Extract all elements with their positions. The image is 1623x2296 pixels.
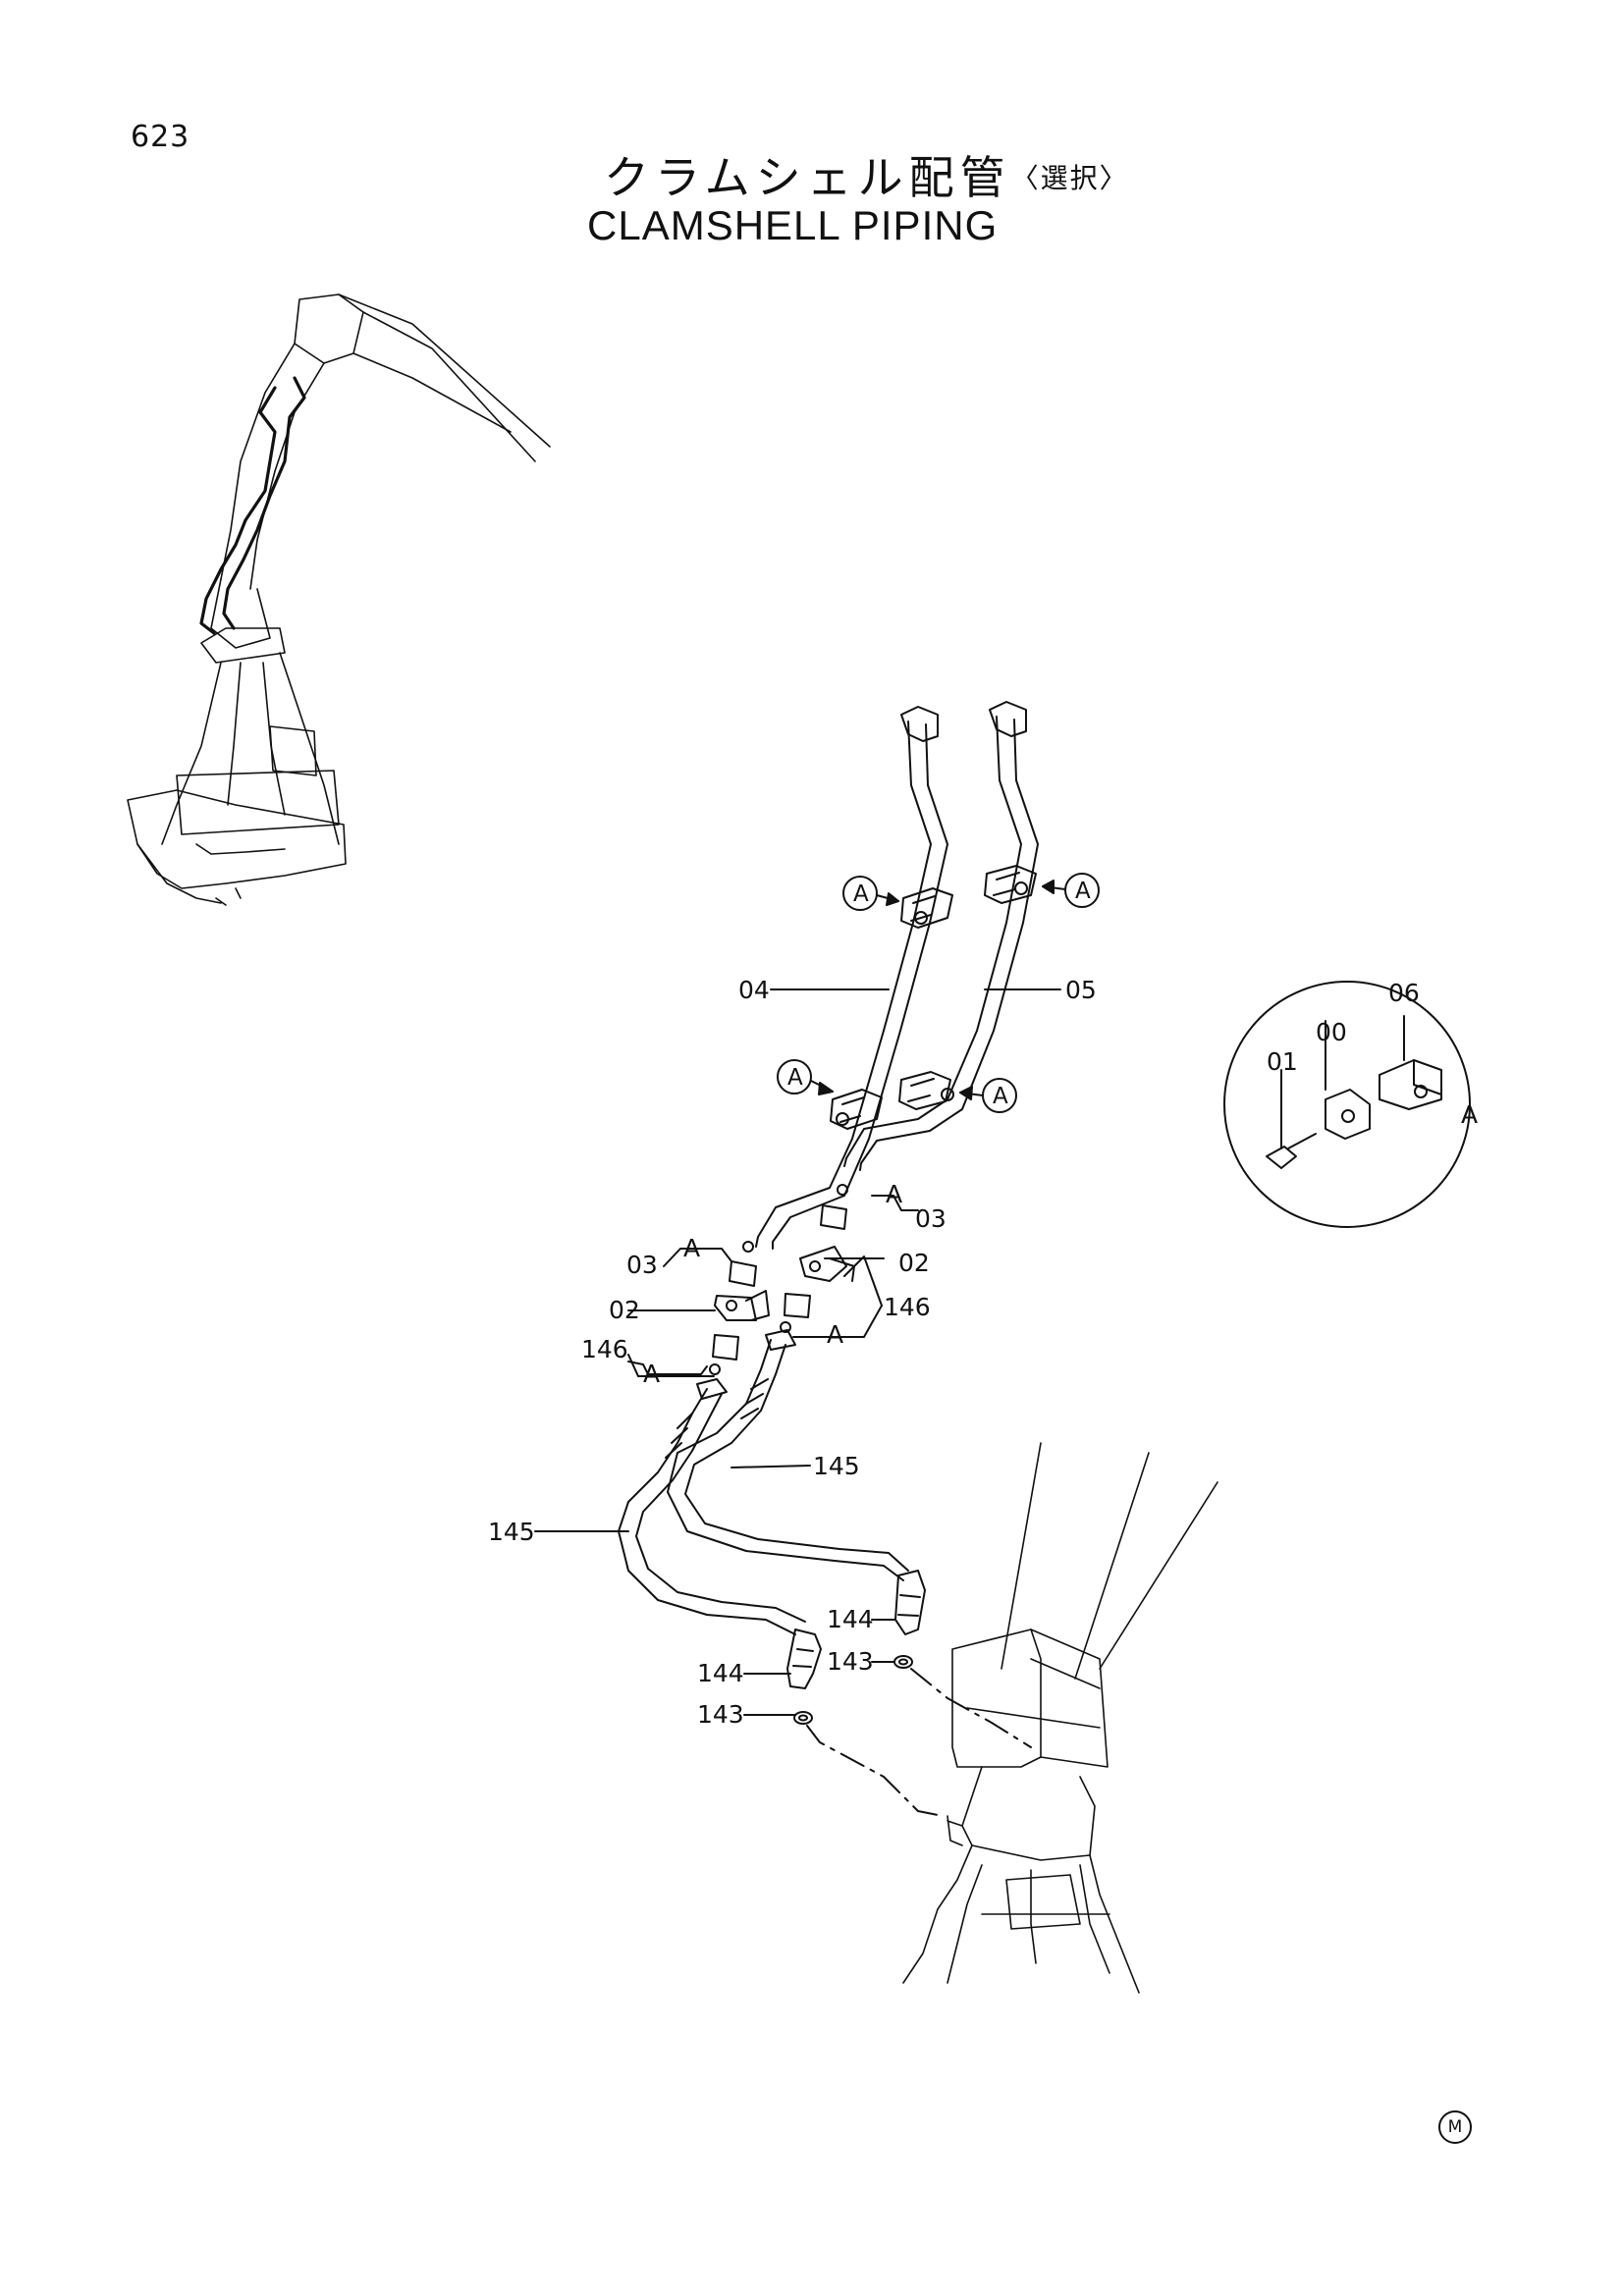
view-a-arrows [777, 873, 1100, 1113]
steel-pipe-04 [755, 706, 948, 1250]
callout-a-4: A [993, 1084, 1008, 1109]
detail-a-label: A [1461, 1100, 1478, 1129]
swivel-base-illustration [902, 1442, 1218, 1994]
title-japanese-text: クラムシェル配管 [604, 151, 1011, 204]
label-144-left: 144 [697, 1659, 744, 1687]
label-145-left: 145 [488, 1518, 535, 1546]
fittings-left [709, 1241, 770, 1375]
overview-piping-lines [199, 376, 306, 635]
title-japanese: クラムシェル配管〈選択〉 [604, 142, 1129, 207]
callout-a-2: A [1075, 879, 1091, 904]
clamp-upper-right [984, 865, 1037, 904]
callout-a-1: A [853, 881, 869, 907]
label-146-left: 146 [581, 1335, 628, 1363]
label-02-left: 02 [609, 1296, 640, 1324]
bracket-a-lower-right: A [827, 1320, 843, 1349]
bracket-a-lower-left: A [643, 1360, 660, 1388]
label-145-right: 145 [813, 1452, 860, 1480]
label-03-right: 03 [915, 1204, 947, 1233]
clamp-lower-left [830, 1089, 883, 1130]
label-01: 01 [1267, 1047, 1298, 1076]
label-06: 06 [1388, 979, 1420, 1007]
corner-mark: M [1438, 2110, 1472, 2144]
clamp-lower-right [898, 1071, 954, 1110]
label-04: 04 [738, 976, 770, 1004]
label-144-right: 144 [827, 1605, 874, 1633]
title-english: CLAMSHELL PIPING [587, 202, 999, 248]
page-number: 623 [131, 120, 190, 154]
title-japanese-note: 〈選択〉 [1010, 162, 1129, 194]
diagram-labels: A A A A 04 05 01 00 06 A A 03 02 146 A A… [488, 879, 1478, 1729]
label-143-left: 143 [697, 1700, 744, 1729]
overview-arm-illustration [127, 294, 551, 906]
clamp-upper-left [900, 887, 953, 929]
hose-145-left [618, 1378, 822, 1689]
steel-pipe-05 [843, 701, 1039, 1171]
label-146-right: 146 [884, 1293, 931, 1321]
callout-a-3: A [787, 1065, 803, 1091]
detail-a-view [1223, 981, 1471, 1228]
label-00: 00 [1316, 1018, 1347, 1046]
bracket-a-upper-left: A [683, 1234, 700, 1262]
fittings-right [780, 1184, 855, 1333]
label-05: 05 [1065, 976, 1097, 1004]
label-143-right: 143 [827, 1647, 874, 1676]
bracket-a-upper-right: A [886, 1180, 902, 1208]
label-03-left: 03 [626, 1251, 658, 1279]
label-02-right: 02 [898, 1249, 930, 1277]
